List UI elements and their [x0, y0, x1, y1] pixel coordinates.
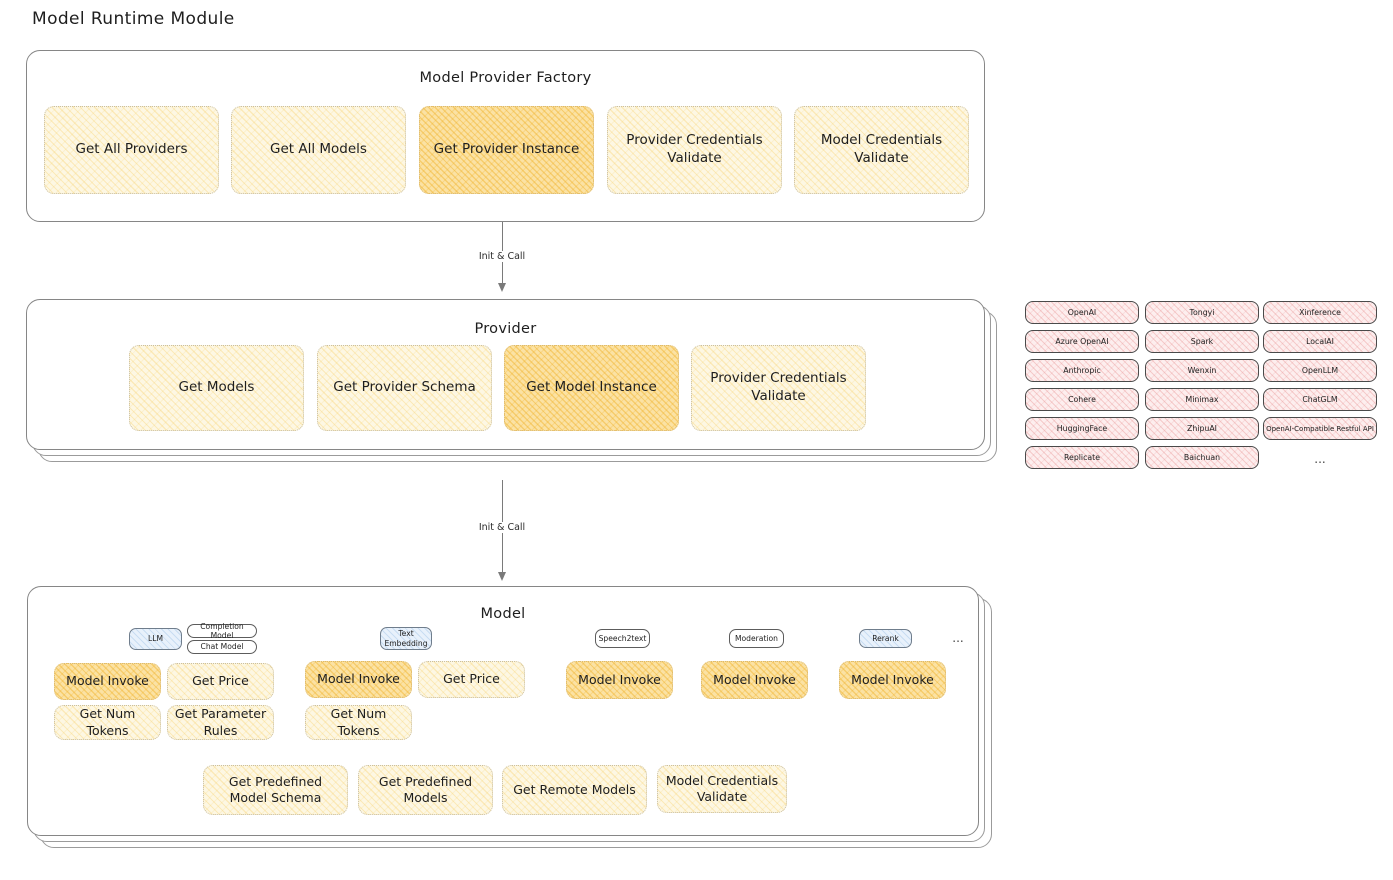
model-shared-model-credentials-validate[interactable]: Model Credentials Validate [657, 765, 787, 813]
model-types-more: ... [952, 631, 964, 645]
provider-pill-localai[interactable]: LocalAI [1263, 330, 1377, 353]
connector-factory-to-provider-label: Init & Call [452, 251, 552, 262]
factory-box-get-provider-instance[interactable]: Get Provider Instance [419, 106, 594, 194]
model-subtag-completion-model[interactable]: Completion Model [187, 622, 257, 640]
provider-pill-xinference[interactable]: Xinference [1263, 301, 1377, 324]
factory-box-model-credentials-validate[interactable]: Model Credentials Validate [794, 106, 969, 194]
provider-pill-replicate[interactable]: Replicate [1025, 446, 1139, 469]
connector-provider-to-model-label: Init & Call [452, 522, 552, 533]
model-type-tag-text-embedding[interactable]: Text Embedding [380, 627, 432, 650]
provider-box-get-provider-schema[interactable]: Get Provider Schema [317, 345, 492, 431]
model-shared-get-predefined-models[interactable]: Get Predefined Models [358, 765, 493, 815]
provider-pill-spark[interactable]: Spark [1145, 330, 1259, 353]
model-subtag-chat-model[interactable]: Chat Model [187, 640, 257, 654]
model-type-tag-rerank[interactable]: Rerank [859, 629, 912, 648]
llm-method-get-num-tokens[interactable]: Get Num Tokens [54, 705, 161, 740]
llm-method-get-price[interactable]: Get Price [167, 663, 274, 700]
provider-pill-wenxin[interactable]: Wenxin [1145, 359, 1259, 382]
provider-pill-openai-compatible-restful-api[interactable]: OpenAI-Compatible Restful API [1263, 417, 1377, 440]
provider-list-more: ... [1314, 452, 1326, 466]
provider-pill-azure-openai[interactable]: Azure OpenAI [1025, 330, 1139, 353]
provider-box-get-model-instance[interactable]: Get Model Instance [504, 345, 679, 431]
provider-title: Provider [474, 321, 537, 337]
llm-method-get-parameter-rules[interactable]: Get Parameter Rules [167, 705, 274, 740]
factory-box-get-all-models[interactable]: Get All Models [231, 106, 406, 194]
connector-provider-to-model-arrow [498, 572, 506, 581]
model-shared-get-predefined-model-schema[interactable]: Get Predefined Model Schema [203, 765, 348, 815]
provider-box-get-models[interactable]: Get Models [129, 345, 304, 431]
provider-pill-minimax[interactable]: Minimax [1145, 388, 1259, 411]
provider-pill-baichuan[interactable]: Baichuan [1145, 446, 1259, 469]
moderation-method-model-invoke[interactable]: Model Invoke [701, 661, 808, 699]
text-embedding-method-get-num-tokens[interactable]: Get Num Tokens [305, 705, 412, 740]
provider-pill-openai[interactable]: OpenAI [1025, 301, 1139, 324]
factory-box-provider-credentials-validate[interactable]: Provider Credentials Validate [607, 106, 782, 194]
model-type-tag-llm[interactable]: LLM [129, 628, 182, 650]
model-shared-get-remote-models[interactable]: Get Remote Models [502, 765, 647, 815]
model-type-tag-moderation[interactable]: Moderation [729, 629, 784, 648]
factory-box-get-all-providers[interactable]: Get All Providers [44, 106, 219, 194]
provider-pill-tongyi[interactable]: Tongyi [1145, 301, 1259, 324]
provider-pill-anthropic[interactable]: Anthropic [1025, 359, 1139, 382]
provider-pill-zhipuai[interactable]: ZhipuAI [1145, 417, 1259, 440]
text-embedding-method-model-invoke[interactable]: Model Invoke [305, 661, 412, 698]
model-provider-factory-title: Model Provider Factory [419, 70, 592, 86]
page-title: Model Runtime Module [32, 9, 235, 29]
speech2text-method-model-invoke[interactable]: Model Invoke [566, 661, 673, 699]
provider-pill-openllm[interactable]: OpenLLM [1263, 359, 1377, 382]
provider-pill-chatglm[interactable]: ChatGLM [1263, 388, 1377, 411]
model-title: Model [480, 606, 526, 622]
provider-box-provider-credentials-validate[interactable]: Provider Credentials Validate [691, 345, 866, 431]
llm-method-model-invoke[interactable]: Model Invoke [54, 663, 161, 700]
provider-pill-cohere[interactable]: Cohere [1025, 388, 1139, 411]
rerank-method-model-invoke[interactable]: Model Invoke [839, 661, 946, 699]
model-type-tag-speech2text[interactable]: Speech2text [595, 629, 650, 648]
connector-factory-to-provider-arrow [498, 283, 506, 292]
text-embedding-method-get-price[interactable]: Get Price [418, 661, 525, 698]
provider-pill-huggingface[interactable]: HuggingFace [1025, 417, 1139, 440]
